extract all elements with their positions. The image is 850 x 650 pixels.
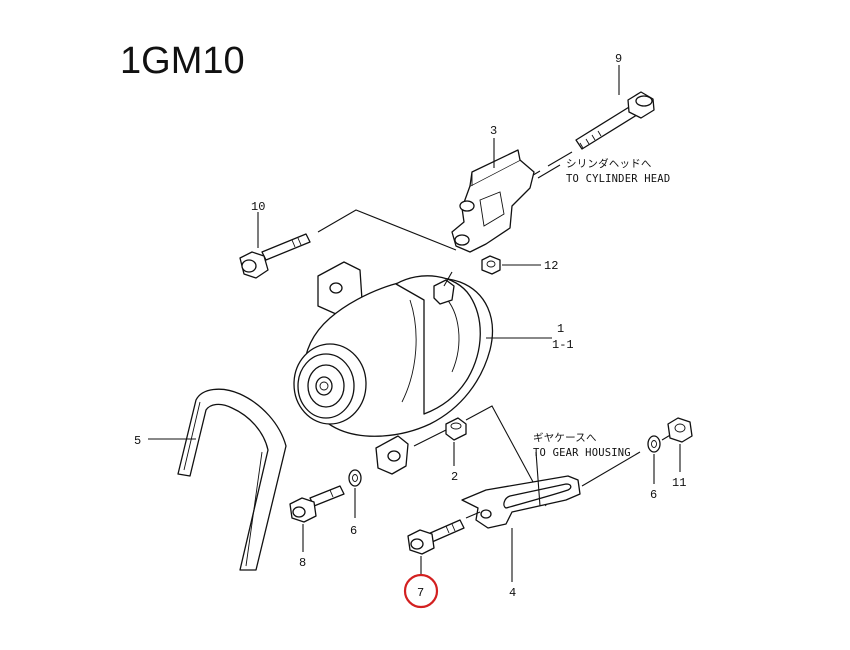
note-gear-housing-jp: ギヤケースへ (533, 432, 597, 444)
callout-6-left: 6 (350, 524, 357, 538)
note-cylinder-head-jp: シリンダヘッドへ (566, 157, 652, 170)
callout-2: 2 (451, 470, 458, 484)
part-2-bushing (445, 417, 467, 441)
callout-8: 8 (299, 556, 306, 570)
callout-9: 9 (615, 52, 622, 66)
callout-10: 10 (251, 200, 265, 214)
note-cylinder-head-en: TO CYLINDER HEAD (566, 173, 670, 185)
highlight-circle-part-7 (403, 573, 439, 609)
part-12-nut (481, 255, 501, 275)
part-1-alternator (293, 261, 494, 475)
callout-12: 12 (544, 259, 558, 273)
part-6-washer-left (348, 469, 362, 487)
callout-6-right: 6 (650, 488, 657, 502)
part-7-bolt (407, 519, 465, 555)
callout-1: 1 (557, 322, 564, 336)
note-gear-housing-en: TO GEAR HOUSING (533, 447, 631, 459)
callout-4: 4 (509, 586, 516, 600)
part-11-nut (667, 417, 693, 443)
model-title: 1GM10 (120, 40, 245, 82)
callout-1-1: 1-1 (552, 338, 574, 352)
callout-3: 3 (490, 124, 497, 138)
callout-11: 11 (672, 476, 686, 490)
part-9-long-bolt (575, 91, 655, 150)
part-8-bolt (289, 485, 345, 523)
part-6-washer-right (647, 435, 661, 453)
callout-5: 5 (134, 434, 141, 448)
part-10-bolt (239, 233, 311, 279)
part-4-adjusting-bracket (461, 475, 581, 529)
part-3-bracket (451, 149, 535, 253)
part-5-v-belt (177, 388, 287, 571)
callout-7: 7 (417, 586, 424, 600)
